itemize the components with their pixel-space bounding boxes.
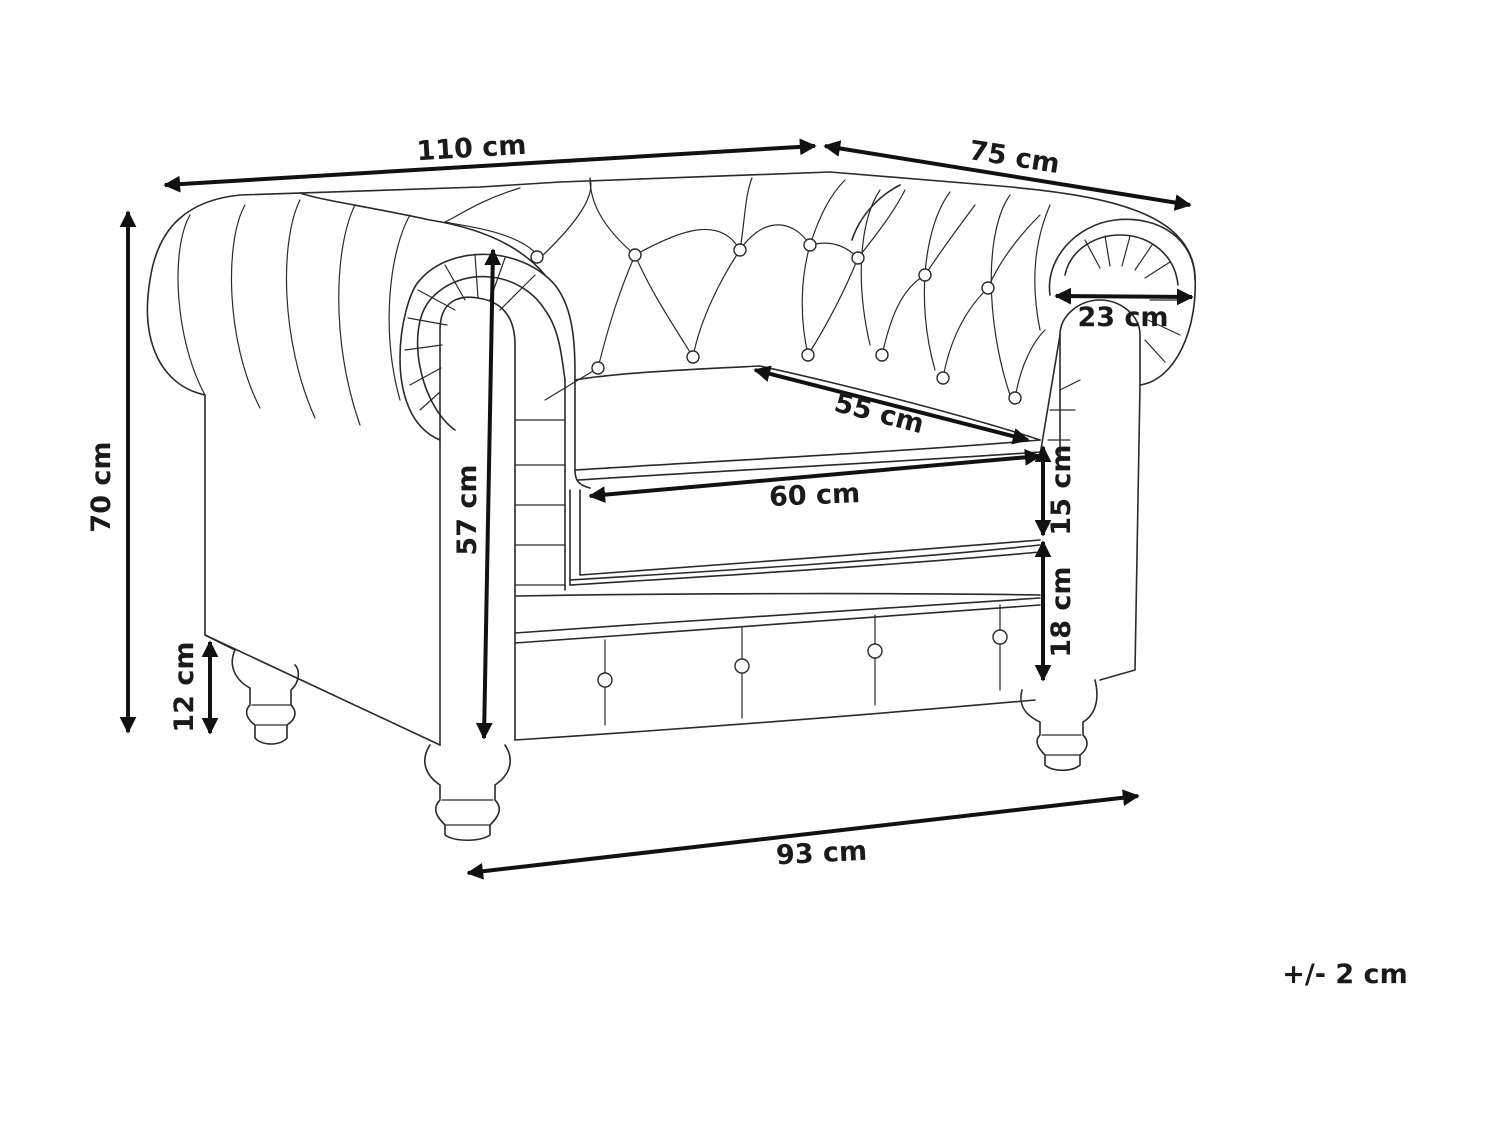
arrow-seat-width — [588, 448, 1042, 504]
label-cushion-height: 15 cm — [1046, 444, 1077, 535]
leg-rear-left — [231, 649, 300, 745]
arrow-inner-width — [466, 789, 1140, 880]
arrow-arm-height — [475, 248, 502, 740]
arrow-width-total — [163, 138, 817, 193]
label-arm-height: 57 cm — [452, 464, 483, 555]
leg-front-left — [424, 744, 511, 842]
tolerance-note: +/- 2 cm — [1282, 959, 1407, 990]
label-leg-height: 12 cm — [169, 641, 200, 732]
leg-front-right — [1020, 679, 1098, 772]
label-seat-base-height: 18 cm — [1046, 566, 1077, 657]
dimension-labels: 110 cm 75 cm 70 cm 12 cm 57 cm 23 cm 55 … — [86, 130, 1408, 990]
arrow-arm-width — [1054, 287, 1194, 306]
label-height-total: 70 cm — [86, 441, 117, 532]
armchair-outline — [146, 171, 1197, 842]
label-arm-width: 23 cm — [1077, 302, 1168, 333]
label-seat-width: 60 cm — [768, 478, 860, 513]
label-seat-depth: 55 cm — [831, 387, 927, 440]
label-depth-total: 75 cm — [967, 135, 1062, 180]
arrow-depth-total — [823, 140, 1192, 211]
label-inner-width: 93 cm — [775, 836, 868, 872]
label-width-total: 110 cm — [416, 130, 528, 167]
arrow-seat-depth — [753, 365, 1030, 445]
dimension-arrows — [119, 138, 1194, 880]
